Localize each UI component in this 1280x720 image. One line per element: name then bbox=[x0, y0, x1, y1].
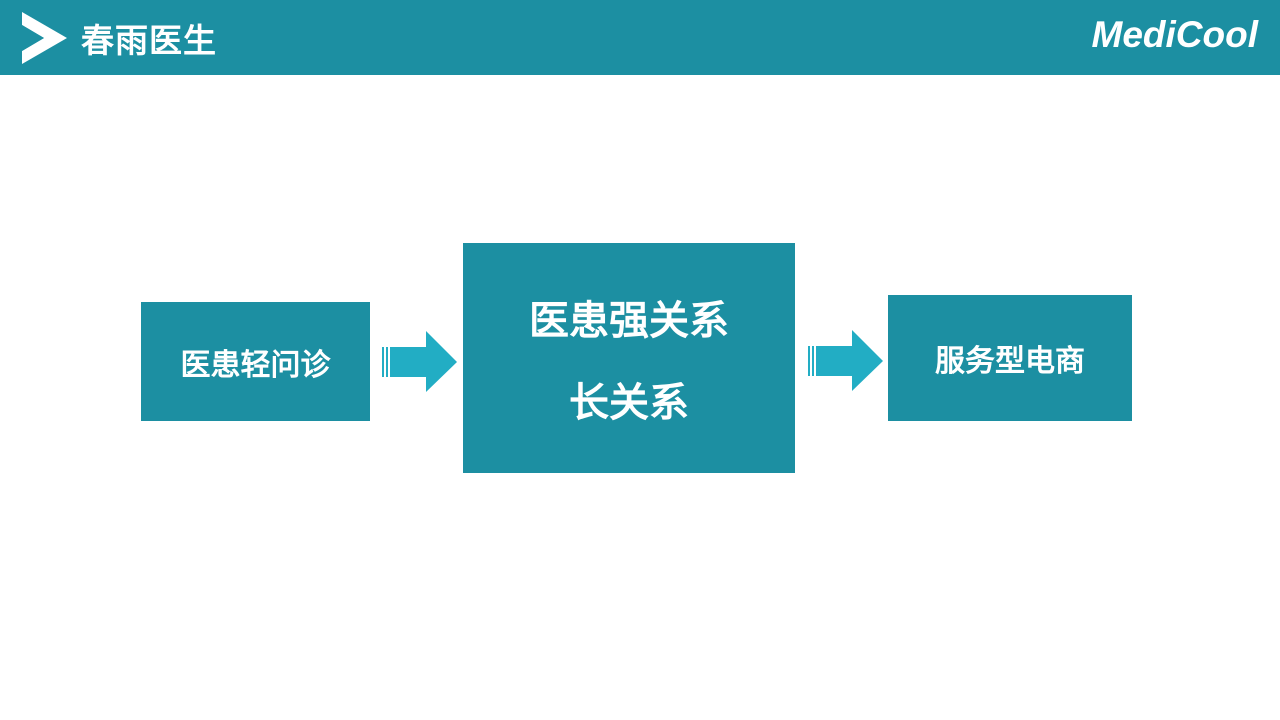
header-bar: 春雨医生 MediCool bbox=[0, 0, 1280, 75]
brand-logo: MediCool bbox=[1091, 14, 1258, 55]
step-label: 服务型电商 bbox=[935, 344, 1085, 379]
step-label: 医患轻问诊 bbox=[180, 347, 331, 383]
step-service-ecommerce: 服务型电商 bbox=[888, 295, 1132, 421]
right-arrow-icon bbox=[382, 331, 457, 392]
step-light-consultation: 医患轻问诊 bbox=[141, 302, 370, 421]
step-label-line2: 长关系 bbox=[569, 380, 689, 426]
right-arrow-icon bbox=[808, 330, 883, 391]
app-title: 春雨医生 bbox=[81, 21, 217, 60]
step-strong-relationship: 医患强关系 长关系 bbox=[463, 243, 795, 473]
step-label-line1: 医患强关系 bbox=[529, 298, 729, 344]
play-logo-icon bbox=[22, 12, 67, 64]
